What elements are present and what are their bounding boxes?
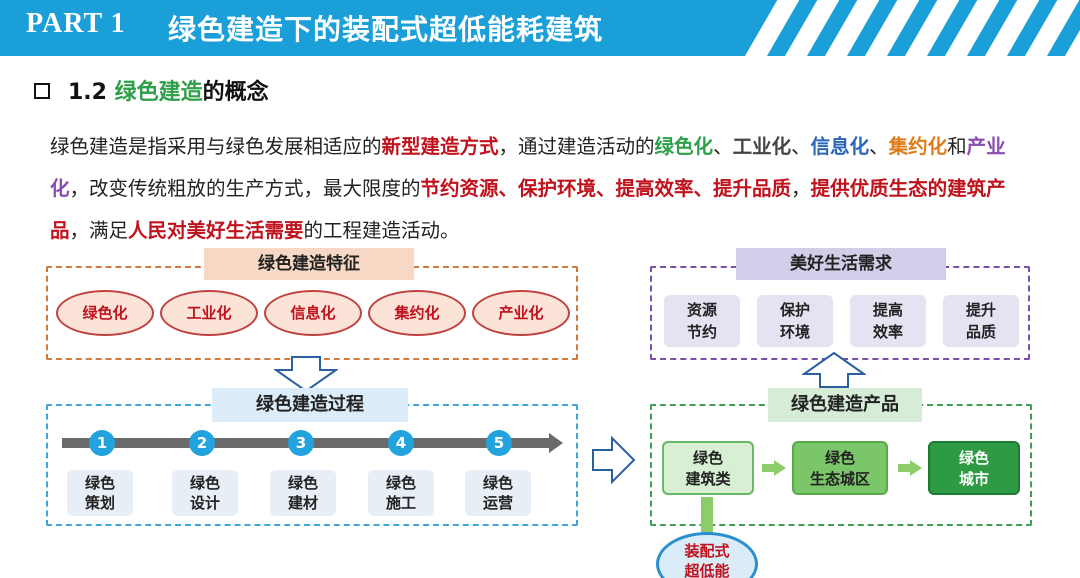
process-step: 绿色建材 <box>270 470 336 516</box>
process-step: 绿色运营 <box>465 470 531 516</box>
concept-paragraph: 绿色建造是指采用与绿色发展相适应的新型建造方式，通过建造活动的绿色化、工业化、信… <box>50 126 1040 252</box>
header-banner: PART 1 绿色建造下的装配式超低能耗建筑 <box>0 0 1080 56</box>
down-arrow-icon <box>274 356 338 392</box>
step-line: 施工 <box>385 494 416 512</box>
text-run: ， <box>791 177 811 200</box>
feature-oval: 信息化 <box>264 290 362 336</box>
need-item: 资源节约 <box>664 295 740 347</box>
product-line: 绿色 <box>958 449 989 467</box>
need-line: 保护 <box>779 301 810 319</box>
text-run: 信息化 <box>810 135 870 158</box>
product-line: 绿色 <box>692 449 723 467</box>
feature-oval: 产业化 <box>472 290 570 336</box>
text-run: ，改变传统粗放的生产方式，最大限度的 <box>69 177 421 200</box>
text-run: 集约化 <box>888 135 948 158</box>
process-step: 绿色施工 <box>368 470 434 516</box>
step-line: 建材 <box>287 494 318 512</box>
section-highlight: 绿色建造 <box>114 80 203 105</box>
right-arrow-icon <box>592 436 636 484</box>
bottom-oval: 装配式超低能 <box>656 532 758 578</box>
text-run: ，通过建造活动的 <box>498 135 655 158</box>
feature-oval: 集约化 <box>368 290 466 336</box>
oval-line: 装配式 <box>684 542 730 560</box>
text-run: 节约资源、保护环境、提高效率、提升品质 <box>420 177 792 200</box>
process-step: 绿色设计 <box>172 470 238 516</box>
text-run: 优质生态的建筑产品 <box>50 177 1006 242</box>
product-item: 绿色城市 <box>928 441 1020 495</box>
need-line: 节约 <box>686 323 717 341</box>
checkbox-square-icon <box>34 83 50 99</box>
text-run: 、 <box>791 135 811 158</box>
need-line: 品质 <box>965 323 996 341</box>
part-number: PART 1 <box>26 8 126 39</box>
product-line: 建筑类 <box>685 470 731 488</box>
text-run: 绿色化 <box>654 135 714 158</box>
step-line: 设计 <box>189 494 220 512</box>
text-run: 人民对美好生活需要 <box>128 219 304 242</box>
text-run: 、 <box>869 135 889 158</box>
right-chevron-icon <box>910 460 922 476</box>
text-run: 产业化 <box>50 135 1006 200</box>
page-title: 绿色建造下的装配式超低能耗建筑 <box>168 13 604 46</box>
arrow-stem <box>898 464 910 472</box>
section-number: 1.2 <box>68 80 107 105</box>
process-step: 绿色策划 <box>67 470 133 516</box>
product-item: 绿色建筑类 <box>662 441 754 495</box>
timeline-arrowhead-icon <box>549 433 563 453</box>
step-line: 绿色 <box>189 474 220 492</box>
step-line: 绿色 <box>287 474 318 492</box>
text-run: 工业化 <box>732 135 792 158</box>
arrow-stem <box>762 464 774 472</box>
need-line: 效率 <box>872 323 903 341</box>
text-run: ，满足 <box>69 219 129 242</box>
text-run: 绿色建造是指采用与绿色发展相适应的 <box>50 135 382 158</box>
step-number: 5 <box>486 430 512 456</box>
text-run: 、 <box>713 135 733 158</box>
up-arrow-icon <box>802 352 866 388</box>
text-run: 提供 <box>810 177 850 200</box>
need-item: 提升品质 <box>943 295 1019 347</box>
need-item: 提高效率 <box>850 295 926 347</box>
step-number: 3 <box>288 430 314 456</box>
process-label: 绿色建造过程 <box>212 388 408 422</box>
step-line: 策划 <box>84 494 115 512</box>
down-connector <box>701 497 713 537</box>
text-run: 的工程建造活动。 <box>303 219 460 242</box>
need-line: 提升 <box>965 301 996 319</box>
products-label: 绿色建造产品 <box>768 388 922 422</box>
step-number: 1 <box>89 430 115 456</box>
need-line: 提高 <box>872 301 903 319</box>
text-run: 和 <box>947 135 967 158</box>
need-line: 环境 <box>779 323 810 341</box>
product-line: 绿色 <box>824 449 855 467</box>
needs-label: 美好生活需求 <box>736 248 946 280</box>
product-line: 城市 <box>958 470 989 488</box>
step-number: 4 <box>388 430 414 456</box>
section-heading: 1.2 绿色建造的概念 <box>34 74 269 106</box>
product-item: 绿色生态城区 <box>792 441 888 495</box>
feature-oval: 绿色化 <box>56 290 154 336</box>
right-chevron-icon <box>774 460 786 476</box>
step-line: 运营 <box>482 494 513 512</box>
section-rest: 的概念 <box>202 80 269 105</box>
need-item: 保护环境 <box>757 295 833 347</box>
step-number: 2 <box>189 430 215 456</box>
oval-line: 超低能 <box>684 562 730 578</box>
step-line: 绿色 <box>482 474 513 492</box>
text-run: 新型建造方式 <box>381 135 499 158</box>
step-line: 绿色 <box>84 474 115 492</box>
need-line: 资源 <box>686 301 717 319</box>
feature-oval: 工业化 <box>160 290 258 336</box>
features-label: 绿色建造特征 <box>204 248 414 280</box>
step-line: 绿色 <box>385 474 416 492</box>
product-line: 生态城区 <box>809 470 870 488</box>
